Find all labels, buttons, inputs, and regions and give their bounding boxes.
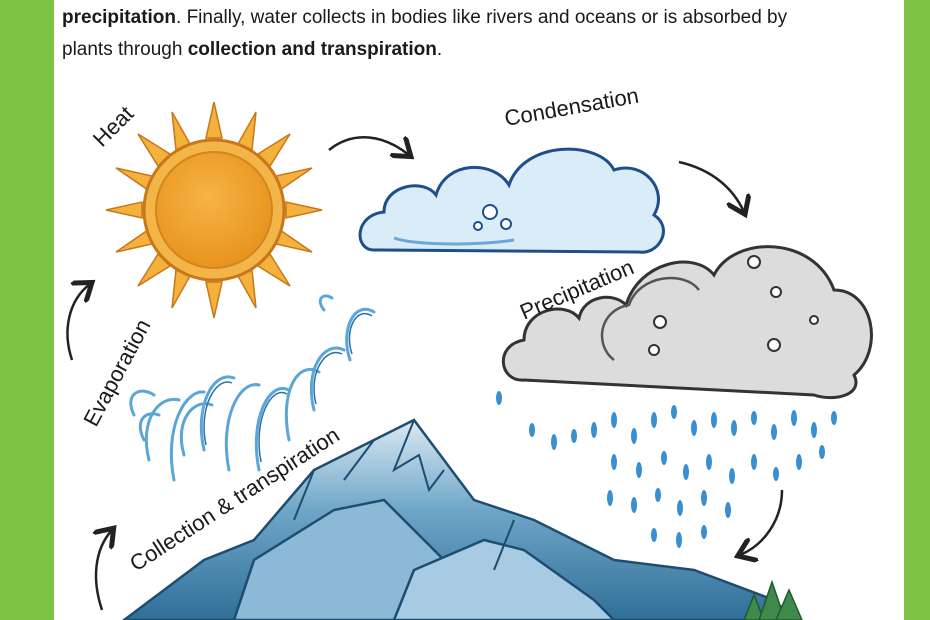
intro-bold-collection: collection and transpiration — [187, 39, 437, 60]
arrow-condensation-to-precipitation — [678, 160, 744, 212]
arrow-heat-to-condensation — [328, 137, 409, 155]
mountains — [121, 418, 796, 620]
intro-text-3: . — [436, 39, 443, 60]
label-heat: Heat — [88, 101, 139, 152]
intro-bold-precipitation: precipitation — [62, 7, 177, 28]
intro-text-2: plants through — [62, 39, 188, 60]
intro-line-1: precipitation. Finally, water collects i… — [62, 2, 862, 34]
rain-drops — [496, 391, 837, 548]
label-evaporation: Evaporation — [78, 315, 155, 430]
intro-text-1: . Finally, water collects in bodies like… — [176, 7, 788, 28]
evaporation-streams-shadow — [203, 313, 373, 463]
intro-text: precipitation. Finally, water collects i… — [62, 2, 862, 66]
arrow-precipitation-to-collection — [740, 489, 784, 555]
label-condensation: Condensation — [503, 83, 641, 131]
condensation-cloud-icon — [358, 147, 665, 254]
water-cycle-diagram: Heat Condensation Precipitation Evaporat… — [66, 83, 873, 620]
intro-line-2: plants through collection and transpirat… — [62, 34, 862, 66]
trees — [743, 579, 803, 620]
infographic-page: precipitation. Finally, water collects i… — [54, 0, 904, 620]
sun-icon — [105, 101, 323, 319]
precipitation-cloud-icon — [501, 245, 873, 400]
arrow-collection-to-evaporation — [96, 530, 112, 611]
arrow-evaporation-to-heat — [66, 284, 90, 361]
evaporation-streams — [129, 294, 376, 482]
